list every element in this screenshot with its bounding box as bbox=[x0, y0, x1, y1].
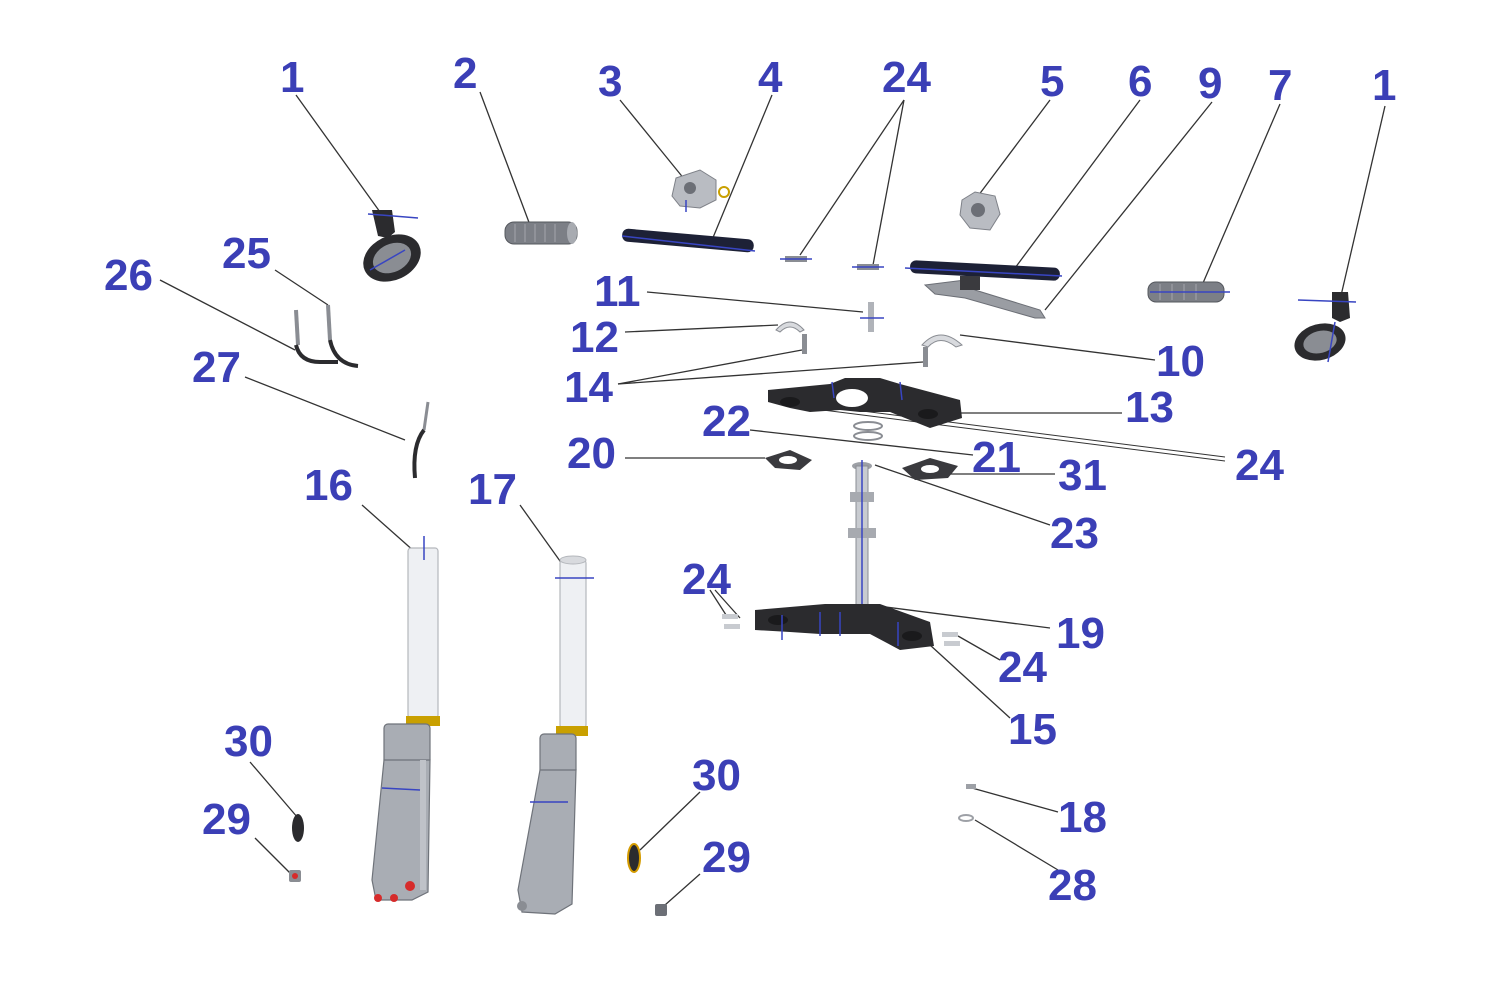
callout-label: 14 bbox=[564, 363, 613, 412]
callout-label: 7 bbox=[1268, 61, 1292, 110]
callout-label: 21 bbox=[972, 433, 1021, 482]
callout-label: 29 bbox=[202, 795, 251, 844]
leader-lines bbox=[159, 91, 1386, 906]
part-7-right-grip bbox=[1147, 281, 1230, 303]
callout-label: 2 bbox=[453, 49, 477, 98]
callout-label: 30 bbox=[224, 717, 273, 766]
callout-label: 15 bbox=[1008, 705, 1057, 754]
callout-label: 19 bbox=[1056, 609, 1105, 658]
callout-label: 28 bbox=[1048, 861, 1097, 910]
callout-label: 30 bbox=[692, 751, 741, 800]
part-25-26-brake-lines bbox=[294, 304, 359, 368]
part-4-handlebar bbox=[621, 228, 756, 253]
callout-label: 24 bbox=[882, 53, 931, 102]
part-5-throttle-housing bbox=[959, 191, 1001, 231]
callout-labels: 1 2 3 4 24 5 6 9 7 1 25 26 11 12 10 14 1… bbox=[104, 49, 1396, 910]
callout-label: 24 bbox=[1235, 441, 1284, 490]
part-13-upper-triple-clamp bbox=[768, 378, 962, 428]
part-28-fastener bbox=[958, 814, 974, 822]
callout-label: 24 bbox=[682, 555, 731, 604]
callout-label: 12 bbox=[570, 313, 619, 362]
callout-label: 31 bbox=[1058, 451, 1107, 500]
part-3-switch-housing bbox=[671, 169, 730, 212]
callout-label: 27 bbox=[192, 343, 241, 392]
part-6-right-handlebar bbox=[904, 260, 1063, 319]
part-21-22-washers bbox=[853, 421, 883, 441]
callout-label: 16 bbox=[304, 461, 353, 510]
callout-label: 3 bbox=[598, 57, 622, 106]
callout-label: 22 bbox=[702, 397, 751, 446]
callout-label: 6 bbox=[1128, 57, 1152, 106]
part-24-bar-bolts bbox=[780, 256, 884, 270]
callout-label: 29 bbox=[702, 833, 751, 882]
part-1-right-mirror bbox=[1294, 292, 1357, 363]
part-12-upper-clamp-left bbox=[775, 321, 807, 354]
callout-label: 23 bbox=[1050, 509, 1099, 558]
part-11-bolt bbox=[860, 302, 884, 332]
part-20-plate bbox=[765, 450, 812, 470]
part-2-grip bbox=[504, 221, 578, 245]
part-10-upper-clamp-right bbox=[921, 334, 963, 367]
part-15-lower-triple-clamp bbox=[755, 604, 934, 650]
part-27-cable bbox=[412, 401, 430, 479]
part-30-left-reflector bbox=[292, 814, 304, 842]
part-23-steering-stem bbox=[848, 460, 876, 618]
callout-label: 13 bbox=[1125, 383, 1174, 432]
callout-label: 18 bbox=[1058, 793, 1107, 842]
callout-label: 1 bbox=[1372, 61, 1396, 110]
part-1-left-mirror bbox=[363, 210, 421, 282]
part-16-left-fork-leg bbox=[371, 536, 440, 902]
part-31-plate bbox=[902, 458, 958, 480]
part-24-clamp-bolts bbox=[722, 614, 960, 646]
part-30-right-reflector bbox=[627, 843, 641, 873]
callout-label: 24 bbox=[998, 643, 1047, 692]
part-18-fastener bbox=[966, 784, 976, 789]
callout-label: 25 bbox=[222, 229, 271, 278]
callout-label: 20 bbox=[567, 429, 616, 478]
part-29-right-nut bbox=[655, 904, 667, 916]
callout-label: 10 bbox=[1156, 337, 1205, 386]
callout-label: 11 bbox=[594, 267, 641, 316]
callout-label: 4 bbox=[758, 53, 783, 102]
callout-label: 1 bbox=[280, 53, 304, 102]
part-29-left-nut bbox=[289, 870, 301, 882]
callout-label: 26 bbox=[104, 251, 153, 300]
part-17-right-fork-leg bbox=[517, 555, 594, 915]
callout-label: 17 bbox=[468, 465, 517, 514]
callout-label: 9 bbox=[1198, 59, 1222, 108]
callout-label: 5 bbox=[1040, 57, 1064, 106]
